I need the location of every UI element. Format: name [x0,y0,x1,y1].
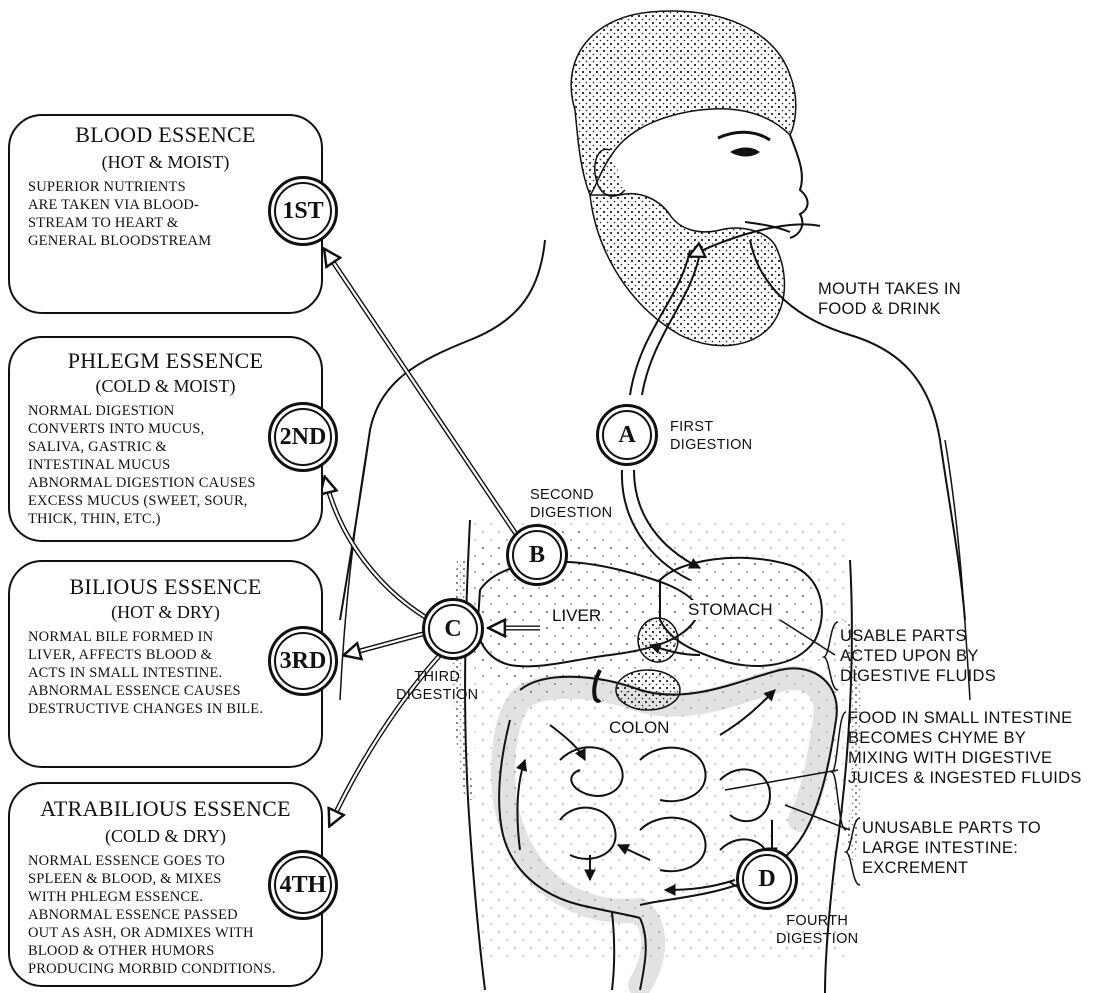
essence-quality: (COLD & MOIST) [10,376,321,397]
essence-quality: (HOT & MOIST) [10,152,321,173]
essence-title: ATRABILIOUS ESSENCE [10,796,321,822]
annotation-small-intestine: FOOD IN SMALL INTESTINE BECOMES CHYME BY… [848,708,1082,788]
stage-label-fourth: FOURTH DIGESTION [776,912,858,948]
stage-node-c: C [422,598,484,660]
stage-letter: C [444,616,461,643]
essence-description: NORMAL DIGESTION CONVERTS INTO MUCUS, SA… [28,402,256,528]
essence-quality: (COLD & DRY) [10,826,321,847]
organ-label-stomach: STOMACH [688,600,773,620]
organ-label-colon: COLON [606,718,672,738]
essence-title: BLOOD ESSENCE [10,122,321,148]
rank-badge-3rd: 3RD [268,626,338,696]
stage-node-b: B [506,524,568,586]
stage-letter: D [758,866,775,893]
annotation-unusable-parts: UNUSABLE PARTS TO LARGE INTESTINE: EXCRE… [862,818,1041,878]
essence-description: NORMAL BILE FORMED IN LIVER, AFFECTS BLO… [28,628,263,718]
annotation-mouth: MOUTH TAKES IN FOOD & DRINK [818,279,961,319]
essence-description: SUPERIOR NUTRIENTS ARE TAKEN VIA BLOOD- … [28,178,211,250]
annotation-usable-parts: USABLE PARTS ACTED UPON BY DIGESTIVE FLU… [840,626,996,686]
stage-letter: A [618,422,635,449]
rank-badge-1st: 1ST [268,176,338,246]
stage-node-a: A [596,404,658,466]
beard [590,194,784,346]
stage-label-second: SECOND DIGESTION [530,486,612,522]
stage-node-d: D [736,848,798,910]
rank-badge-2nd: 2ND [268,402,338,472]
rank-label: 4TH [280,872,327,899]
stage-label-first: FIRST DIGESTION [670,418,752,454]
organ-label-liver: LIVER [552,606,601,626]
essence-quality: (HOT & DRY) [10,602,321,623]
rank-badge-4th: 4TH [268,850,338,920]
rank-label: 3RD [280,648,327,675]
essence-description: NORMAL ESSENCE GOES TO SPLEEN & BLOOD, &… [28,852,276,978]
rank-label: 2ND [280,424,327,451]
stage-letter: B [529,542,545,569]
essence-title: BILIOUS ESSENCE [10,574,321,600]
stage-label-third: THIRD DIGESTION [396,668,478,704]
essence-title: PHLEGM ESSENCE [10,348,321,374]
rank-label: 1ST [282,198,323,225]
arrow-to-2nd [325,478,430,620]
